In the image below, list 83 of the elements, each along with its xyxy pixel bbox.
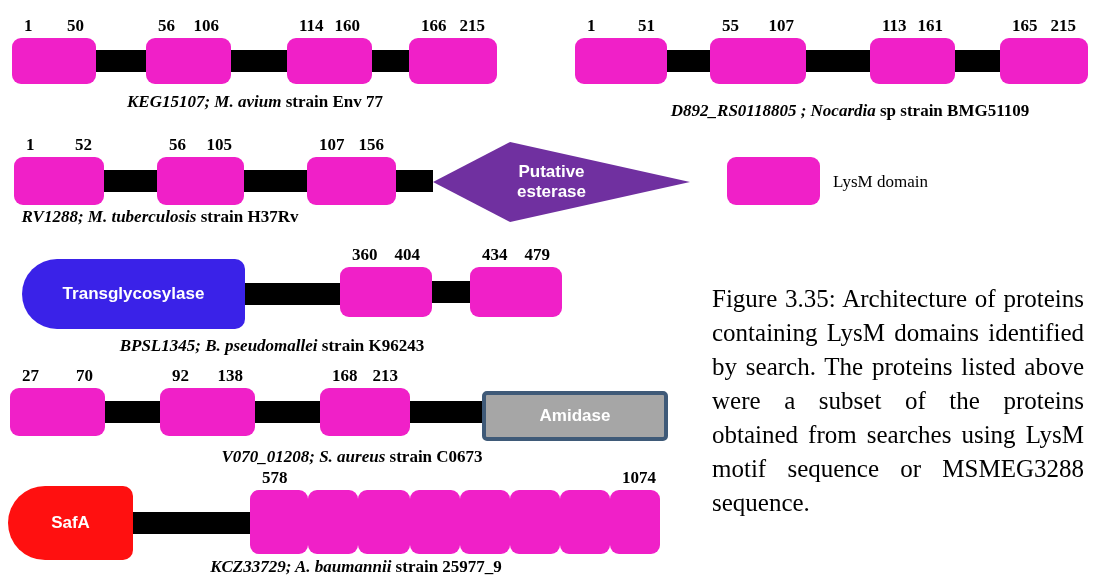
figure-caption: Figure 3.35: Architecture of proteins containing LysM domains identified by search. The proteins listed above were a subset of the proteins obtained from searches using LysM motif sequence or MSMEG3288 sequence.: [712, 284, 1084, 518]
domain-shape: [22, 259, 245, 329]
residue-number: 166: [421, 17, 447, 35]
residue-number: 92: [172, 367, 189, 385]
domain-box: [10, 388, 105, 436]
residue-number: 1: [587, 17, 596, 35]
domain-name: Amidase: [539, 406, 611, 426]
linker-line: [667, 50, 710, 72]
residue-number: 578: [262, 469, 288, 487]
residue-number: 215: [459, 17, 485, 35]
domain-name: SafA: [51, 513, 90, 533]
linker-line: [432, 281, 470, 303]
linker-line: [955, 50, 1000, 72]
residue-number: 107: [768, 17, 794, 35]
linker-line: [244, 170, 307, 192]
linker-line: [372, 50, 409, 72]
protein-caption: RV1288; M. tuberculosis strain H37Rv: [21, 207, 299, 227]
residue-number: 213: [372, 367, 398, 385]
protein-caption: KEG15107; M. avium strain Env 77: [127, 92, 383, 112]
protein-caption: KCZ33729; A. baumannii strain 25977_9: [210, 557, 502, 577]
domain-box: [870, 38, 955, 84]
linker-line: [104, 170, 157, 192]
domain-box: [320, 388, 410, 436]
protein-caption: D892_RS0118805 ; Nocardia sp strain BMG51109: [670, 101, 1030, 121]
residue-number: 52: [75, 136, 92, 154]
linker-line: [396, 170, 433, 192]
domain-box: [12, 38, 96, 84]
domain-box: [160, 388, 255, 436]
residue-number: 50: [67, 17, 84, 35]
residue-number: 161: [917, 17, 943, 35]
domain-box: [610, 490, 660, 554]
residue-number: 479: [524, 246, 550, 264]
domain-box: [146, 38, 231, 84]
residue-number: 160: [334, 17, 360, 35]
linker-line: [245, 283, 340, 305]
residue-number: 51: [638, 17, 655, 35]
domain-box: [710, 38, 806, 84]
residue-number: 404: [394, 246, 420, 264]
residue-number: 434: [482, 246, 508, 264]
domain-box: [482, 391, 668, 441]
linker-line: [105, 401, 160, 423]
residue-number: 114: [299, 17, 324, 35]
linker-line: [806, 50, 870, 72]
residue-number: 55: [722, 17, 739, 35]
residue-number: 215: [1050, 17, 1076, 35]
domain-box: [340, 267, 432, 317]
domain-box: [409, 38, 497, 84]
domain-name: Transglycosylase: [62, 284, 205, 304]
domain-box: [307, 157, 396, 205]
domain-box: [575, 38, 667, 84]
domain-box: [157, 157, 244, 205]
residue-number: 156: [358, 136, 384, 154]
residue-number: 165: [1012, 17, 1038, 35]
residue-number: 360: [352, 246, 378, 264]
residue-number: 27: [22, 367, 39, 385]
residue-number: 107: [319, 136, 345, 154]
protein-caption: V070_01208; S. aureus strain C0673: [221, 447, 483, 467]
residue-number: 56: [158, 17, 175, 35]
residue-number: 168: [332, 367, 358, 385]
domain-box: [470, 267, 562, 317]
residue-number: 105: [206, 136, 232, 154]
legend-text: LysM domain: [833, 172, 928, 192]
residue-number: 113: [882, 17, 907, 35]
linker-line: [255, 401, 320, 423]
linker-line: [231, 50, 287, 72]
residue-number: 106: [193, 17, 219, 35]
residue-number: 1: [24, 17, 33, 35]
residue-number: 56: [169, 136, 186, 154]
domain-box: [287, 38, 372, 84]
linker-line: [133, 512, 250, 534]
linker-line: [410, 401, 482, 423]
domain-name: Putative esterase: [516, 162, 587, 202]
domain-box: [250, 490, 308, 554]
domain-box: [1000, 38, 1088, 84]
domain-diamond: [433, 142, 690, 222]
residue-number: 1: [26, 136, 35, 154]
domain-shape: [8, 486, 133, 560]
protein-caption: BPSL1345; B. pseudomallei strain K96243: [119, 336, 425, 356]
domain-box: [14, 157, 104, 205]
linker-line: [96, 50, 146, 72]
residue-number: 70: [76, 367, 93, 385]
residue-number: 138: [217, 367, 243, 385]
residue-number: 1074: [622, 469, 656, 487]
